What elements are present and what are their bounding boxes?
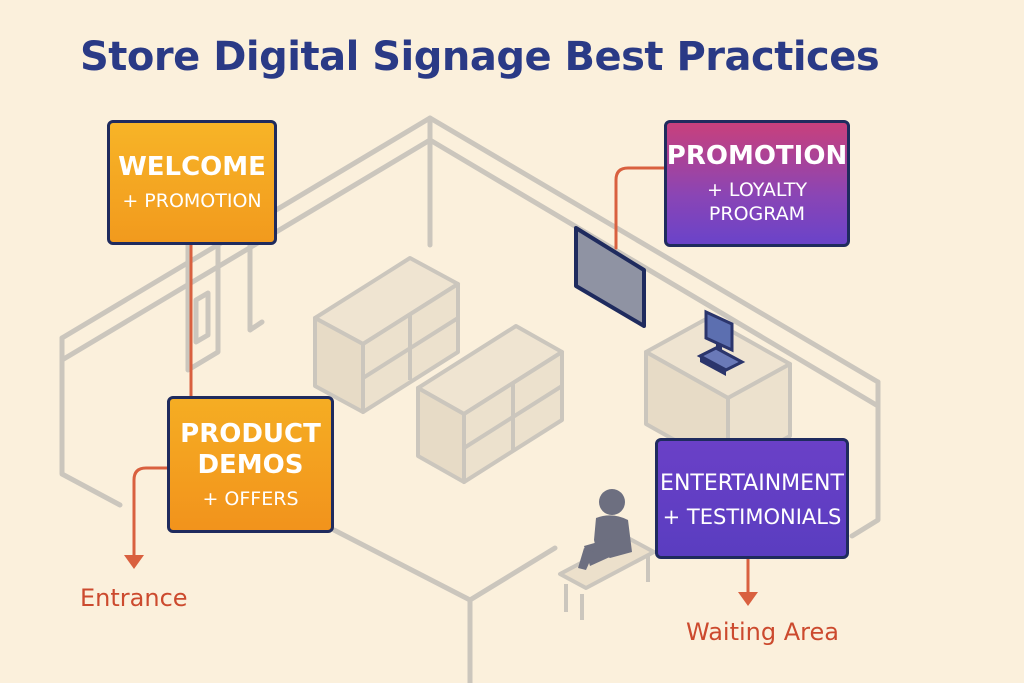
sign-promotion: PROMOTION + LOYALTY PROGRAM xyxy=(664,120,850,247)
connector-promotion-screen xyxy=(614,166,666,250)
shelf-unit-2 xyxy=(416,324,564,484)
sign-welcome: WELCOME + PROMOTION xyxy=(107,120,277,245)
sign-product-line1: PRODUCT xyxy=(180,418,321,449)
seated-person-icon xyxy=(578,489,632,570)
doorframe xyxy=(247,223,265,333)
arrow-entrance xyxy=(124,555,144,569)
sign-product-line2: DEMOS xyxy=(197,449,304,480)
right-wall xyxy=(849,379,881,539)
wall-screen-icon xyxy=(574,226,646,328)
sign-promotion-line2: PROGRAM xyxy=(708,203,806,225)
arrow-waiting xyxy=(738,592,758,606)
sign-entertainment: ENTERTAINMENT + TESTIMONIALS xyxy=(655,438,849,559)
sign-welcome-sub: + PROMOTION xyxy=(122,190,262,212)
sign-promotion-line1: + LOYALTY xyxy=(706,179,808,201)
connector-product-entrance xyxy=(132,466,169,562)
shelf-unit-1 xyxy=(313,256,460,414)
sign-product-demos: PRODUCT DEMOS + OFFERS xyxy=(167,396,334,533)
sign-promotion-main: PROMOTION xyxy=(666,141,848,171)
front-wall-top xyxy=(331,527,558,603)
pos-terminal-icon xyxy=(696,309,746,376)
label-entrance: Entrance xyxy=(80,584,188,612)
page-title: Store Digital Signage Best Practices xyxy=(80,34,880,80)
left-wall xyxy=(59,335,123,508)
sign-entertainment-main: ENTERTAINMENT xyxy=(660,471,844,496)
sign-entertainment-sub: + TESTIMONIALS xyxy=(662,505,842,529)
sign-welcome-main: WELCOME xyxy=(118,152,266,182)
sign-product-sub: + OFFERS xyxy=(202,487,299,510)
label-waiting-area: Waiting Area xyxy=(686,618,839,646)
door-panel xyxy=(193,290,211,345)
